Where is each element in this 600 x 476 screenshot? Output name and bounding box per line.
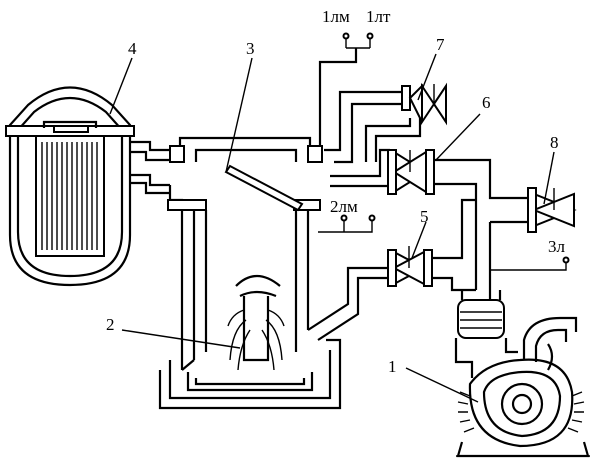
label-7: 7 xyxy=(436,35,445,54)
label-1: 1 xyxy=(388,357,397,376)
pump-1 xyxy=(454,299,590,458)
label-6: 6 xyxy=(482,93,491,112)
label-5: 5 xyxy=(420,207,429,226)
valve-6 xyxy=(387,149,435,195)
vessel-4 xyxy=(5,86,180,287)
label-4: 4 xyxy=(128,39,137,58)
right-manifold xyxy=(432,158,570,300)
valve-7 xyxy=(408,82,447,126)
burner-2 xyxy=(227,274,285,371)
label-8: 8 xyxy=(550,133,559,152)
leader-lines xyxy=(109,53,555,403)
valve-5 xyxy=(387,246,433,287)
label-3: 3 xyxy=(246,39,255,58)
rod-3 xyxy=(224,164,304,212)
labels: 4 3 2 1 5 6 7 8 1лм 1лт 2лм 3л xyxy=(106,7,566,376)
valve-8 xyxy=(527,187,577,233)
label-3l: 3л xyxy=(548,237,566,256)
label-1lt: 1лт xyxy=(366,7,391,26)
cartridge-fins xyxy=(41,142,98,250)
return-line xyxy=(307,266,390,341)
heater-chamber xyxy=(158,136,342,410)
label-2: 2 xyxy=(106,315,115,334)
sensor-2lm xyxy=(318,214,376,233)
label-1lm: 1лм xyxy=(322,7,350,26)
label-2lm: 2лм xyxy=(330,197,358,216)
